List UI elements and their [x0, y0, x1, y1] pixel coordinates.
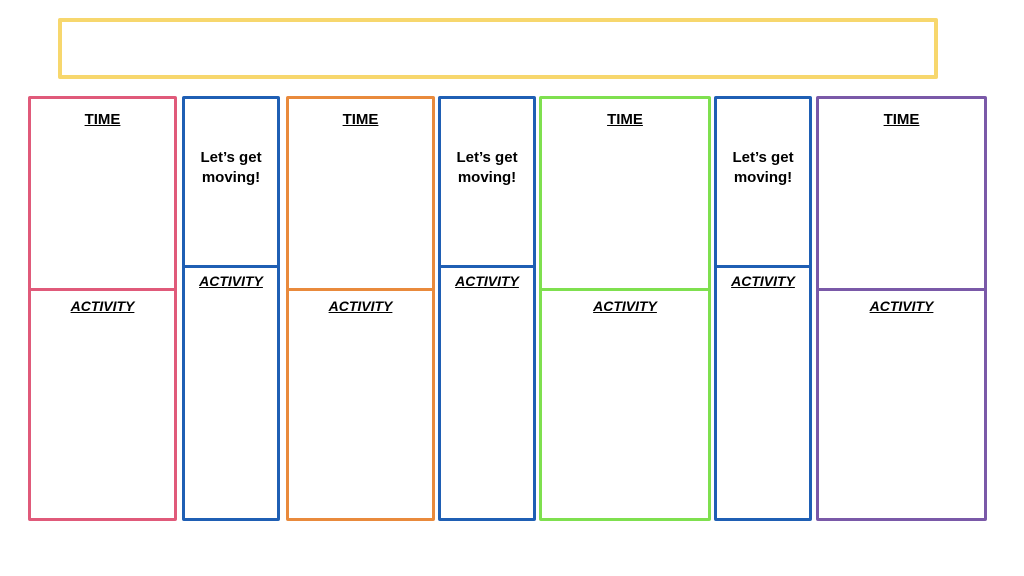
cell-divider — [185, 265, 277, 268]
time-label: TIME — [342, 111, 379, 128]
move-cell[interactable]: Let’s get moving! — [185, 99, 277, 265]
time-label: TIME — [607, 111, 643, 128]
time-label: TIME — [84, 111, 121, 128]
activity-label: ACTIVITY — [70, 298, 135, 314]
activity-cell[interactable]: ACTIVITY — [185, 265, 277, 518]
activity-cell[interactable]: ACTIVITY — [441, 265, 533, 518]
time-label: TIME — [883, 111, 920, 128]
activity-label: ACTIVITY — [731, 273, 795, 289]
activity-label: ACTIVITY — [869, 298, 934, 314]
activity-label: ACTIVITY — [455, 273, 519, 289]
activity-cell[interactable]: ACTIVITY — [717, 265, 809, 518]
time-column-1: TIME ACTIVITY — [28, 96, 177, 521]
cell-divider — [31, 288, 174, 291]
move-label: Let’s get moving! — [732, 149, 794, 186]
activity-cell[interactable]: ACTIVITY — [542, 288, 708, 518]
time-column-3: TIME ACTIVITY — [539, 96, 711, 521]
time-cell[interactable]: TIME — [819, 99, 984, 288]
move-column-1: Let’s get moving! ACTIVITY — [182, 96, 280, 521]
move-column-2: Let’s get moving! ACTIVITY — [438, 96, 536, 521]
time-cell[interactable]: TIME — [542, 99, 708, 288]
time-column-2: TIME ACTIVITY — [286, 96, 435, 521]
time-column-4: TIME ACTIVITY — [816, 96, 987, 521]
move-cell[interactable]: Let’s get moving! — [441, 99, 533, 265]
move-column-3: Let’s get moving! ACTIVITY — [714, 96, 812, 521]
title-box[interactable] — [58, 18, 938, 79]
cell-divider — [819, 288, 984, 291]
activity-label: ACTIVITY — [199, 273, 263, 289]
cell-divider — [441, 265, 533, 268]
cell-divider — [289, 288, 432, 291]
cell-divider — [717, 265, 809, 268]
activity-cell[interactable]: ACTIVITY — [289, 288, 432, 518]
move-label: Let’s get moving! — [200, 149, 262, 186]
activity-label: ACTIVITY — [593, 298, 657, 314]
activity-cell[interactable]: ACTIVITY — [819, 288, 984, 518]
activity-label: ACTIVITY — [328, 298, 393, 314]
cell-divider — [542, 288, 708, 291]
time-cell[interactable]: TIME — [31, 99, 174, 288]
move-label: Let’s get moving! — [456, 149, 518, 186]
time-cell[interactable]: TIME — [289, 99, 432, 288]
activity-cell[interactable]: ACTIVITY — [31, 288, 174, 518]
move-cell[interactable]: Let’s get moving! — [717, 99, 809, 265]
